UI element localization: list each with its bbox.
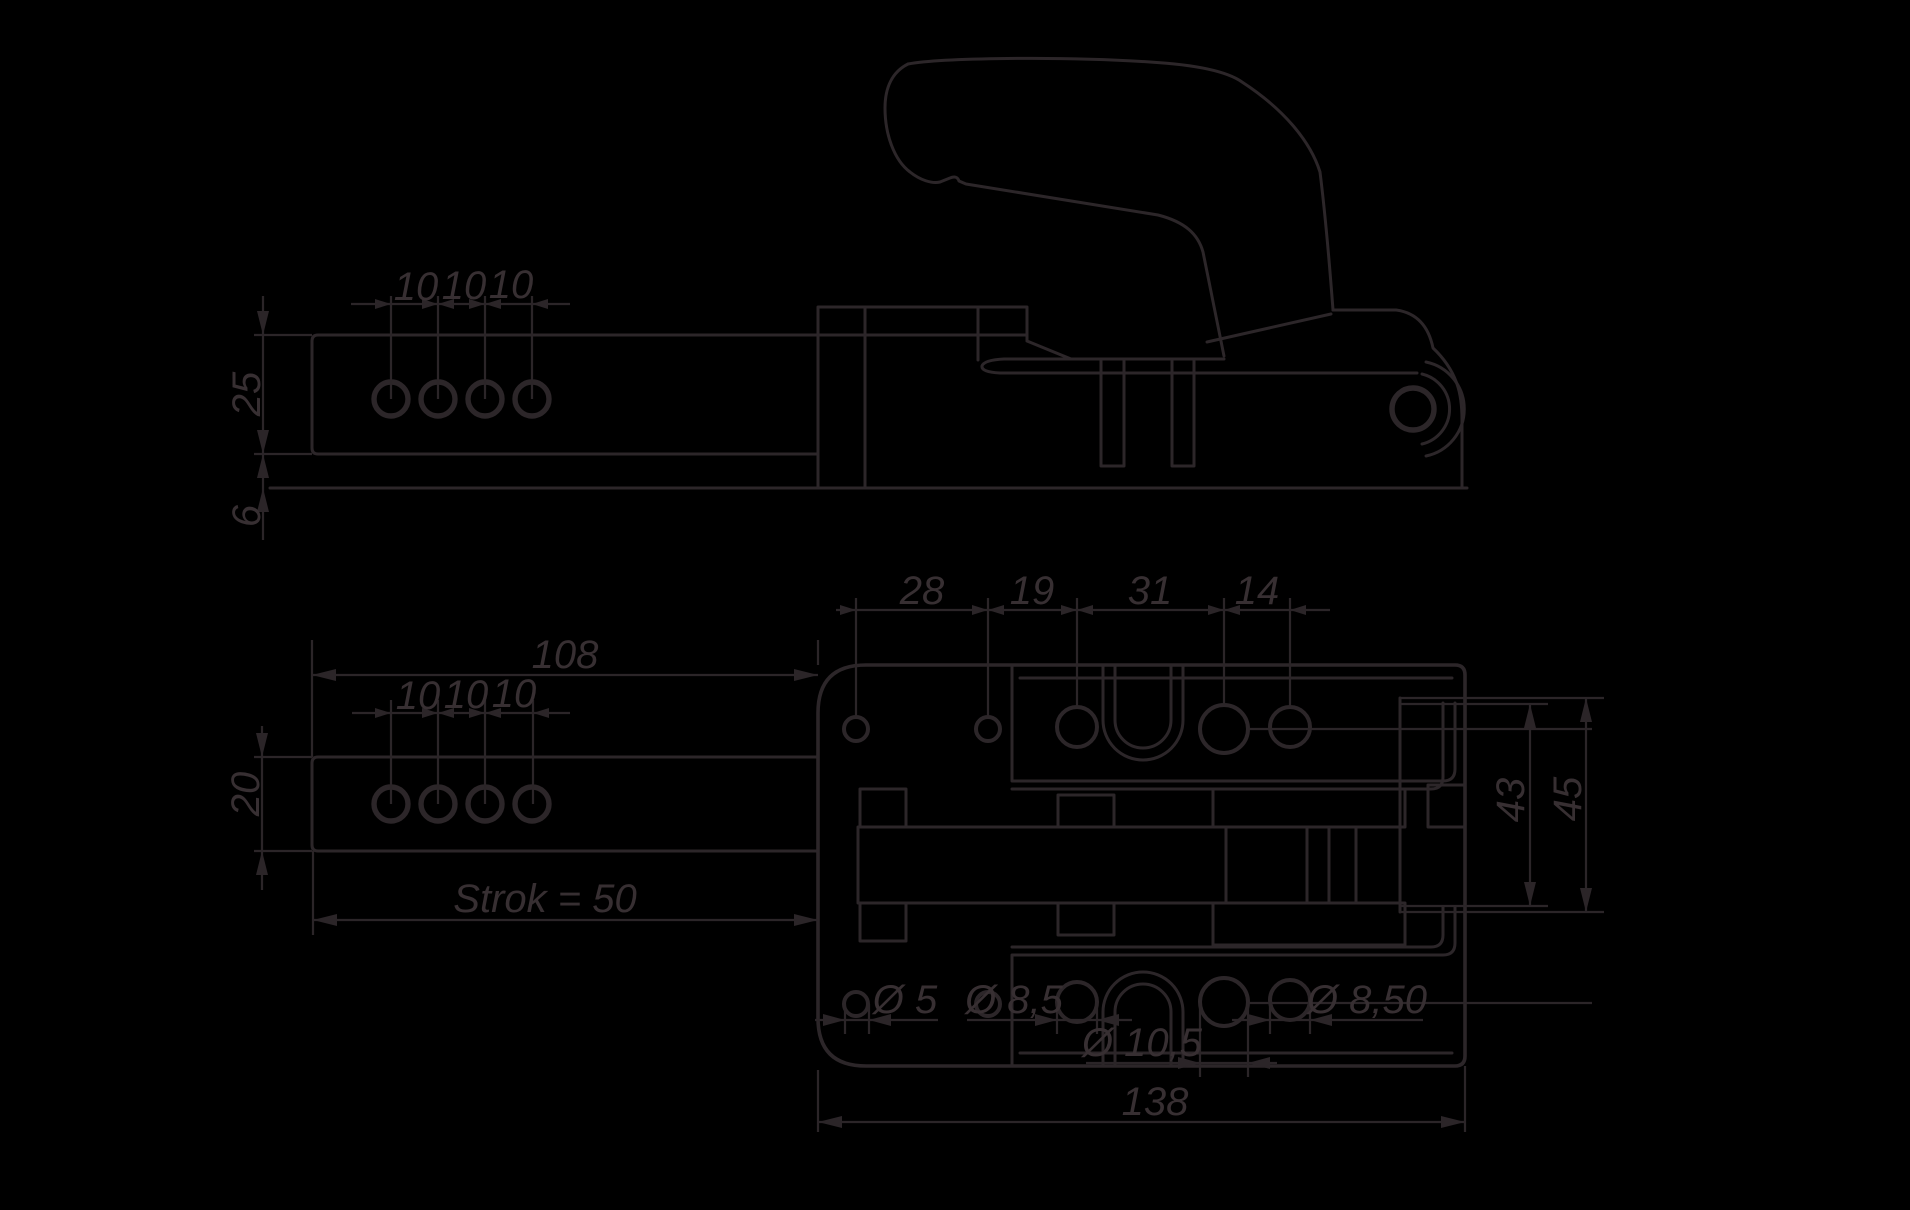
plan-hole-bot-d [1198,976,1250,1028]
plan-central-channel [856,825,1358,905]
side-pitch-line [351,296,570,399]
side-bar-outline [310,333,1029,456]
plan-block-4 [1056,901,1116,937]
handle-grip-lower [883,62,1226,358]
handle-outline [906,56,1335,312]
dim-strok-label: Strok = 50 [453,877,636,921]
plan-bar-outline [310,755,820,853]
plan-pitch-label-3: 10 [492,672,537,716]
plan-centerlines [1248,727,1592,1005]
plan-top-band [1010,663,1457,791]
clamp-arm [1331,308,1464,490]
dim-chain-top [836,598,1330,717]
plan-u-slot-bottom [1101,970,1185,1068]
dim-25-label: 25 [225,371,269,417]
dim-108 [310,640,820,757]
dim-14-label: 14 [1235,569,1280,613]
plan-hole-top-d [1198,703,1250,755]
plan-hole-top-a [842,715,870,743]
plan-pitch-label-1: 10 [396,674,441,718]
base-plate-line [268,452,1469,490]
side-view [268,56,1469,490]
plan-block-3 [858,901,908,943]
dim-138-label: 138 [1122,1080,1189,1124]
plan-plate-outline [816,663,1467,1068]
plan-dimensions: 108 10 10 10 20 Strok = 50 28 19 31 14 [224,569,1604,1132]
dim-dia85-label: Ø 8,5 [963,978,1064,1022]
dim-dia5-label: Ø 5 [871,978,938,1022]
handle-seam [1205,312,1333,344]
pivot-curl-outer [1424,360,1466,458]
plan-pitch-line [352,700,570,804]
plan-bottom-band [1010,905,1457,1068]
plan-plate-inner-edges [1018,676,1454,1055]
dim-108-label: 108 [532,633,599,677]
side-housing-block [816,305,1073,490]
plan-block-2 [1056,793,1116,829]
plan-hole-top-e [1268,705,1312,749]
side-posts [1099,359,1196,468]
pivot-curl-inner [1420,372,1452,446]
plan-pitch-label-2: 10 [444,673,489,717]
dim-138 [816,1066,1467,1132]
plan-hole-top-b [974,715,1002,743]
plan-block-1 [858,787,908,829]
dim-43-45-leaders [1400,696,1604,914]
plan-hole-bot-b [974,990,1002,1018]
pivot-hole [1389,385,1437,433]
plan-hole-top-c [1055,705,1099,749]
side-saddle-cap [980,357,1419,375]
plan-hole-bot-a [842,990,870,1018]
side-pitch-label-3: 10 [489,263,534,307]
dim-6-label: 6 [225,504,269,527]
plan-u-slot-top [1101,663,1185,762]
plan-link-bottom [1211,901,1407,947]
side-dimensions: 25 6 10 10 10 [225,263,570,540]
dim-31-label: 31 [1128,569,1173,613]
side-pitch-label-2: 10 [442,264,487,308]
plan-link-top [1211,787,1407,829]
plan-right-bracket [1398,696,1467,914]
plan-hole-bot-c [1055,980,1099,1024]
dim-45-label: 45 [1546,776,1590,821]
side-pitch-label-1: 10 [394,265,439,309]
dim-dia850-label: Ø 8,50 [1305,978,1427,1022]
dim-28-label: 28 [899,569,945,613]
plan-hole-bot-e [1268,978,1312,1022]
dim-dia105-label: Ø 10,5 [1080,1021,1203,1065]
dim-strok [311,851,818,935]
dim-19-label: 19 [1010,569,1055,613]
dim-20-label: 20 [224,772,268,818]
dim-43-label: 43 [1489,778,1533,823]
